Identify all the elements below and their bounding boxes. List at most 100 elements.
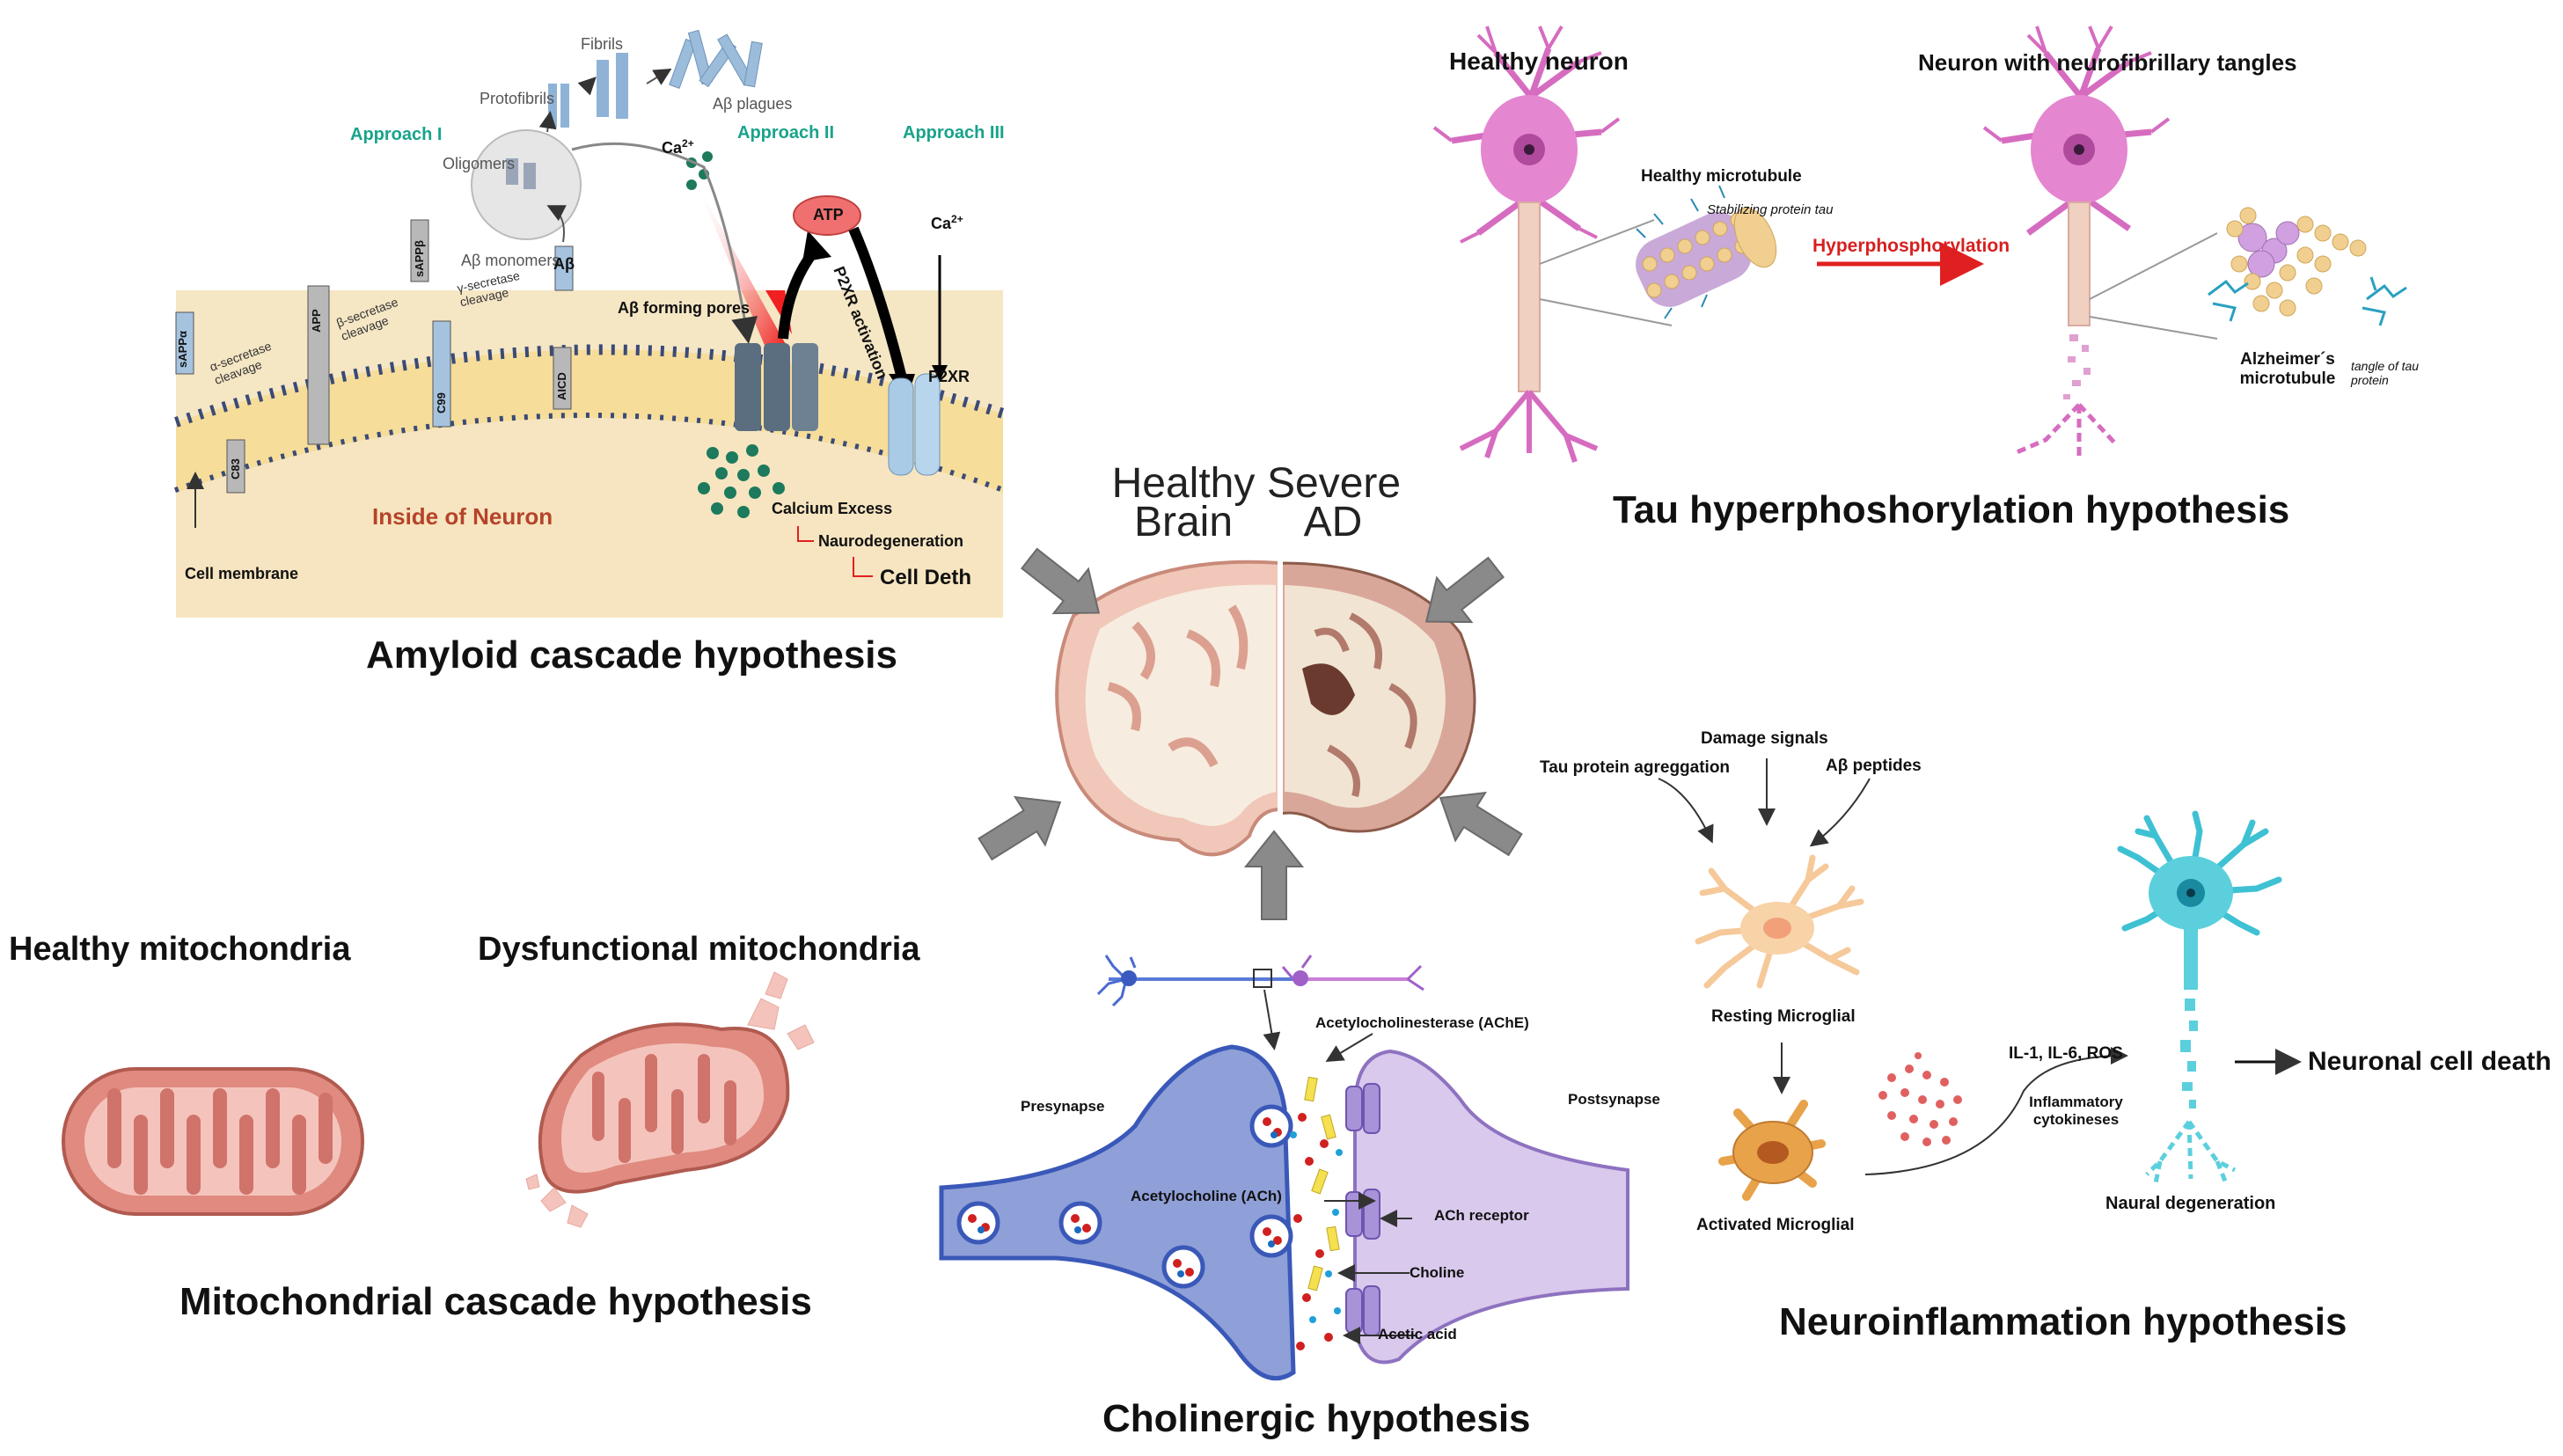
ach-receptor-label: ACh receptor bbox=[1434, 1207, 1529, 1224]
tau-agg-arrow bbox=[1658, 778, 1714, 844]
cytokine-arrow bbox=[1864, 1047, 2128, 1175]
activated-microglia-label: Activated Microglial bbox=[1696, 1216, 1855, 1234]
caption-amyloid: Amyloid cascade hypothesis bbox=[366, 633, 897, 677]
approach-1-label: Approach I bbox=[350, 125, 443, 144]
tangled-neuron-title: Neuron with neurofibrillary tangles bbox=[1918, 49, 2297, 76]
brain-divider bbox=[1278, 560, 1283, 841]
oligomer-block bbox=[506, 158, 518, 185]
neurodegeneration-connector bbox=[797, 526, 814, 542]
neural-degeneration-label: Naural degeneration bbox=[2105, 1194, 2276, 1213]
grey-arrows bbox=[978, 547, 1523, 920]
protofibril bbox=[548, 84, 557, 128]
inflammatory-cytokines-label: Inflammatory cytokineses bbox=[2029, 1094, 2123, 1128]
acetic-acid-label: Acetic acid bbox=[1378, 1326, 1457, 1343]
cleft-molecules bbox=[1290, 1113, 1343, 1350]
healthy-mito-title: Healthy mitochondria bbox=[9, 931, 351, 968]
ab-peptide-arrow bbox=[1809, 778, 1871, 847]
ach-label: Acetylocholine (ACh) bbox=[1131, 1188, 1282, 1204]
ab-peptides-label: Aβ peptides bbox=[1826, 757, 1922, 775]
dysfunctional-mito-title: Dysfunctional mitochondria bbox=[478, 931, 920, 968]
protofibril bbox=[560, 84, 569, 128]
monomer-arrow bbox=[546, 205, 567, 243]
p2xr-label: P2XR bbox=[928, 368, 970, 385]
inflammation-panel bbox=[1658, 758, 2302, 1201]
neuron-interior bbox=[176, 418, 1003, 618]
caption-cholinergic: Cholinergic hypothesis bbox=[1102, 1397, 1531, 1440]
approach-3-label: Approach III bbox=[903, 123, 1005, 143]
brain-illustration bbox=[1055, 560, 1476, 857]
healthy-microtubule-label: Healthy microtubule bbox=[1641, 167, 1802, 186]
calcium-influx-beam bbox=[695, 180, 787, 348]
dysfunctional-mitochondrion bbox=[525, 971, 815, 1228]
enlarged-ventricle bbox=[1302, 663, 1355, 715]
approach-2-label: Approach II bbox=[737, 123, 835, 143]
neuron-pair-mini bbox=[1096, 955, 1424, 1050]
caption-mito: Mitochondrial cascade hypothesis bbox=[179, 1280, 812, 1323]
ach-receptors bbox=[1345, 1083, 1380, 1336]
sappa-label: sAPPα bbox=[176, 331, 189, 368]
pore-channel bbox=[764, 343, 790, 431]
cholinergic-panel bbox=[939, 955, 1629, 1381]
neurodegeneration-label: Naurodegeneration bbox=[818, 532, 964, 550]
tau-panel bbox=[1432, 25, 2407, 463]
c99-fragment bbox=[432, 320, 451, 428]
c99-label: C99 bbox=[435, 392, 448, 413]
ache-pointer bbox=[1325, 1033, 1373, 1063]
pores-label: Aβ forming pores bbox=[618, 299, 750, 317]
atp-release-arrowhead bbox=[802, 230, 831, 262]
calcium-right-label: Ca2+ bbox=[931, 213, 963, 232]
app-label: APP bbox=[310, 309, 323, 333]
resting-microglia-label: Resting Microglial bbox=[1711, 1007, 1856, 1026]
synaptic-vesicles bbox=[956, 1104, 1293, 1289]
cell-membrane-label: Cell membrane bbox=[185, 565, 299, 582]
sappb-label: sAPPβ bbox=[413, 240, 426, 277]
sappa-fragment bbox=[175, 311, 194, 375]
postsynapse-terminal bbox=[1353, 1049, 1629, 1365]
neuronal-cell-death-label: Neuronal cell death bbox=[2308, 1047, 2552, 1076]
fibril bbox=[616, 53, 628, 119]
tau-aggregation-label: Tau protein agreggation bbox=[1540, 758, 1731, 777]
grey-arrow-amyloid bbox=[1020, 547, 1101, 615]
calcium-dots-inside bbox=[698, 444, 785, 518]
mito-panel bbox=[62, 971, 815, 1228]
healthy-neuron-title: Healthy neuron bbox=[1449, 48, 1629, 75]
tau-tangle-label: tangle of tau protein bbox=[2351, 359, 2420, 387]
ache-label: Acetylocholinesterase (AChE) bbox=[1315, 1014, 1529, 1031]
inside-neuron-label: Inside of Neuron bbox=[372, 503, 553, 530]
postsynapse-label: Postsynapse bbox=[1568, 1091, 1660, 1108]
aicd-fragment bbox=[553, 347, 572, 410]
ad-white-matter bbox=[1285, 585, 1446, 808]
monomers-label: Aβ monomers bbox=[461, 252, 560, 269]
fibril-arrow bbox=[577, 77, 597, 96]
grey-arrow-mito bbox=[978, 795, 1062, 861]
stabilizing-tau-label: Stabilizing protein tau bbox=[1707, 202, 1834, 217]
choline-label: Choline bbox=[1410, 1264, 1465, 1281]
alzheimer-microtubule bbox=[2208, 207, 2407, 326]
presynapse-label: Presynapse bbox=[1021, 1098, 1105, 1115]
calcium-left-label: Ca2+ bbox=[662, 137, 694, 157]
pore-channel bbox=[735, 343, 761, 431]
resting-microglia bbox=[1695, 854, 1864, 989]
protofibril-arrow bbox=[538, 111, 557, 133]
aicd-label: AICD bbox=[555, 372, 568, 400]
membrane-outer-heads bbox=[174, 344, 1005, 428]
ab-label: Aβ bbox=[553, 255, 575, 273]
axon bbox=[1518, 201, 1541, 392]
brain-label-severe: Severe AD bbox=[1267, 460, 1402, 545]
atp-bubble bbox=[793, 195, 861, 236]
cytokines-list-label: IL-1, IL-6, ROS bbox=[2009, 1044, 2123, 1063]
degenerating-neuron bbox=[2117, 810, 2282, 1184]
grey-arrow-inflammation bbox=[1439, 791, 1523, 857]
brain-label-healthy: Healthy Brain bbox=[1111, 460, 1256, 545]
oligomers-label: Oligomers bbox=[443, 155, 516, 172]
fibril bbox=[597, 60, 609, 117]
calcium-excess-label: Calcium Excess bbox=[772, 500, 893, 517]
tangled-neuron-drawing bbox=[1982, 25, 2218, 457]
cell-death-label: Cell Deth bbox=[880, 566, 972, 589]
activated-microglia bbox=[1718, 1100, 1826, 1201]
hyperphosphorylation-label: Hyperphosphorylation bbox=[1812, 236, 2010, 256]
healthy-neuron-drawing bbox=[1432, 25, 1673, 463]
caption-neuroinflammation: Neuroinflammation hypothesis bbox=[1779, 1300, 2347, 1343]
sappb-fragment bbox=[410, 219, 429, 282]
